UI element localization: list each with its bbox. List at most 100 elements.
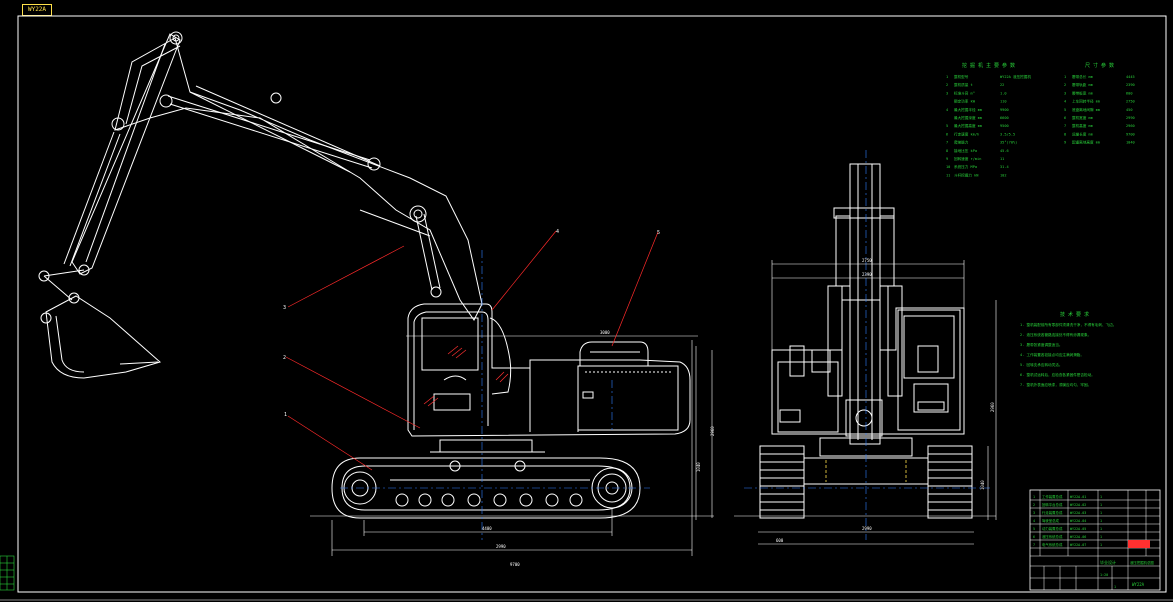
param-right-index: 4 [1064,100,1066,104]
param-right-index: 2 [1064,83,1066,87]
tb-row-code: WY22A-01 [1070,495,1086,499]
tb-row-qty: 1 [1100,543,1102,547]
param-left-index: 8 [946,149,948,153]
param-left-name: 最大挖掘高度 mm [954,123,982,128]
param-left-value: 110 [1000,100,1007,104]
param-left-name: 行走速度 km/h [954,131,979,136]
tb-row-index: 6 [1033,535,1035,539]
param-left-name: 整机质量 t [954,82,973,87]
params-block: 挖 掘 机 主 要 参 数 尺 寸 参 数 1 整机型号 WY22A 液压挖掘机 2 整… [946,62,1135,177]
param-right-name: 整机高度 mm [1072,123,1093,128]
param-left-value: WY22A 液压挖掘机 [1000,74,1031,79]
param-right-value: 2960 [1126,124,1135,128]
tb-row-code: WY22A-03 [1070,511,1086,515]
front-cab [897,309,961,431]
param-left-value: 3.5/5.5 [1000,132,1015,136]
tb-row-code: WY22A-06 [1070,535,1086,539]
params-title-left: 挖 掘 机 主 要 参 数 [962,62,1015,69]
param-right-value: 1040 [1126,141,1135,145]
front-boom [827,163,903,445]
params-title-right: 尺 寸 参 数 [1085,62,1114,69]
counterweight-plate [577,365,679,431]
operator-cab [413,311,512,430]
callout-1: 1 [284,412,287,418]
param-right-name: 整机宽度 mm [1072,115,1093,120]
tb-row-index: 5 [1033,527,1035,531]
cab-hatching [423,345,509,407]
param-right-value: 2750 [1126,100,1135,104]
tb-row-qty: 1 [1100,503,1102,507]
dim-side-1: 4400 [482,526,492,531]
param-left-name: 整机型号 [954,74,969,79]
param-left-index: 3 [946,91,948,95]
param-left-value: 11 [1000,157,1004,161]
param-left-value: 31.4 [1000,165,1009,169]
param-left-value: 102 [1000,173,1007,177]
callout-numbers: 1 2 3 4 5 [283,229,660,418]
param-right-index: 1 [1064,75,1066,79]
tb-row-name: 回转平台总成 [1042,502,1063,507]
param-right-index: 6 [1064,116,1066,120]
swing-ring [439,439,533,453]
param-left-index: 7 [946,141,948,145]
param-right-value: 2390 [1126,83,1135,87]
bucket-cylinder [38,131,121,324]
param-left-name: 最大挖掘深度 mm [954,115,982,120]
tb-row-code: WY22A-07 [1070,543,1086,547]
dim-front-4: 2960 [990,402,995,412]
title-block-scale: 1:20 [1100,573,1108,577]
dim-front-3: 600 [776,538,784,543]
param-right-index: 9 [1064,141,1066,145]
param-left-value: 6600 [1000,116,1009,120]
front-centerline [744,150,990,540]
param-left-index: 11 [946,173,950,177]
tech-title: 技 术 要 求 [1060,311,1089,318]
callout-4: 4 [556,229,559,235]
side-centerlines [340,250,650,540]
param-right-value: 9700 [1126,132,1135,136]
param-left-index: 10 [946,165,950,169]
title-block-number: WY22A [1132,582,1145,587]
dim-side-2: 2990 [496,544,506,549]
tb-row-name: 行走装置总成 [1042,510,1063,515]
dim-side-0: 3000 [600,330,610,335]
param-left-value: 35°(70%) [1000,141,1017,145]
tb-row-qty: 1 [1100,511,1102,515]
tb-row-qty: 1 [1100,535,1102,539]
param-left-index: 4 [946,108,948,112]
front-dimensions [734,260,997,545]
param-left-index: 2 [946,83,948,87]
dim-side-5: 1040 [696,462,701,472]
callout-leaders [285,230,659,471]
param-right-value: 2990 [1126,116,1135,120]
param-left-value: 9900 [1000,108,1009,112]
param-right-name: 运输长度 mm [1072,131,1093,136]
front-view: 2750 2390 2990 600 2960 1040 [734,150,997,545]
title-block-sheet: 1 [1114,585,1116,589]
side-dimensions [310,335,714,556]
callout-2: 2 [283,355,286,361]
tb-row-index: 7 [1033,543,1035,547]
param-left-value: 9500 [1000,124,1009,128]
left-margin-block [0,555,15,591]
tb-row-index: 2 [1033,503,1035,507]
tech-items: 1. 整机装配前所有零部件须清洗干净，不得有毛刺、飞边。2. 液压系统各管路连接… [1020,322,1116,387]
param-right-value: 450 [1126,108,1133,112]
param-right-name: 履带板宽 mm [1072,90,1093,95]
tb-row-qty: 1 [1100,495,1102,499]
callout-3: 3 [283,305,286,311]
side-dim-text: 3000 4400 2990 9700 2960 1040 [482,330,715,567]
param-right-name: 上车回转半径 mm [1072,99,1100,104]
param-left-name: 接地比压 kPa [954,148,977,153]
side-view: 3000 4400 2990 9700 2960 1040 1 2 3 4 5 [38,31,715,567]
tb-row-index: 4 [1033,519,1035,523]
tech-item: 1. 整机装配前所有零部件须清洗干净，不得有毛刺、飞边。 [1020,322,1116,327]
param-right-name: 履带总长 mm [1072,74,1093,79]
tb-row-name: 液压系统总成 [1042,534,1063,539]
param-left-name: 回转速度 r/min [954,156,981,161]
param-left-index: 9 [946,157,948,161]
